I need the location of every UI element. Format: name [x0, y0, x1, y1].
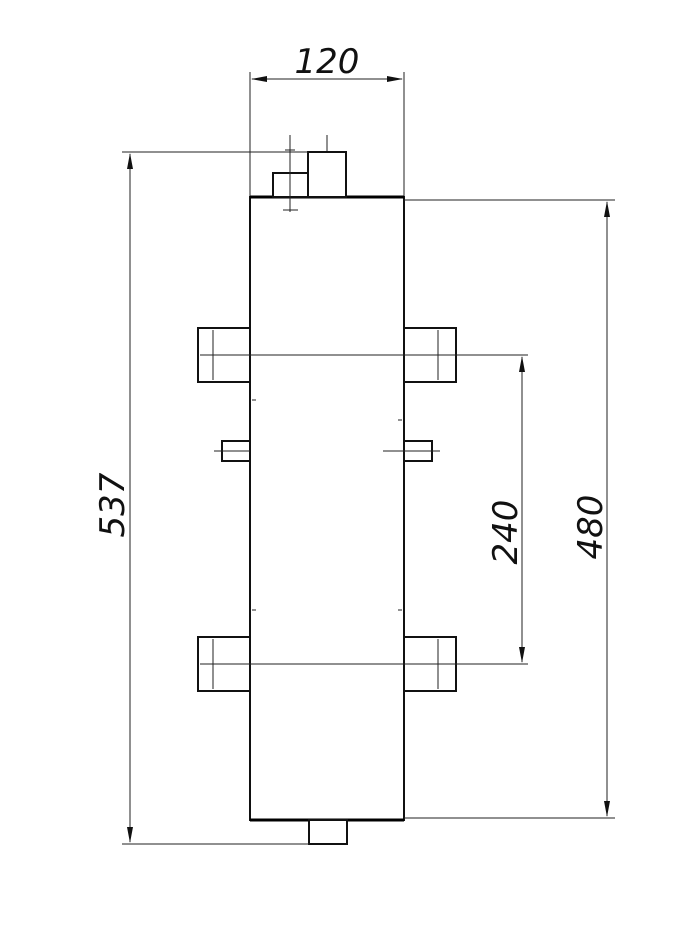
right-sensor-socket [383, 440, 440, 462]
dimension-overall-height-label: 537 [93, 472, 133, 537]
left-sensor-socket [214, 440, 251, 462]
dimension-overall-height: 537 [93, 151, 309, 845]
bottom-drain-fitting [308, 819, 348, 845]
dimension-body-height-label: 480 [571, 495, 611, 560]
separator-body [249, 195, 405, 822]
dimension-body-height: 480 [404, 199, 615, 819]
dimension-width-label: 120 [295, 42, 360, 82]
top-air-vent-fitting [272, 135, 347, 212]
dimension-port-spacing-label: 240 [486, 500, 526, 565]
dimension-port-spacing: 240 [486, 356, 526, 663]
dimension-width: 120 [249, 42, 405, 196]
